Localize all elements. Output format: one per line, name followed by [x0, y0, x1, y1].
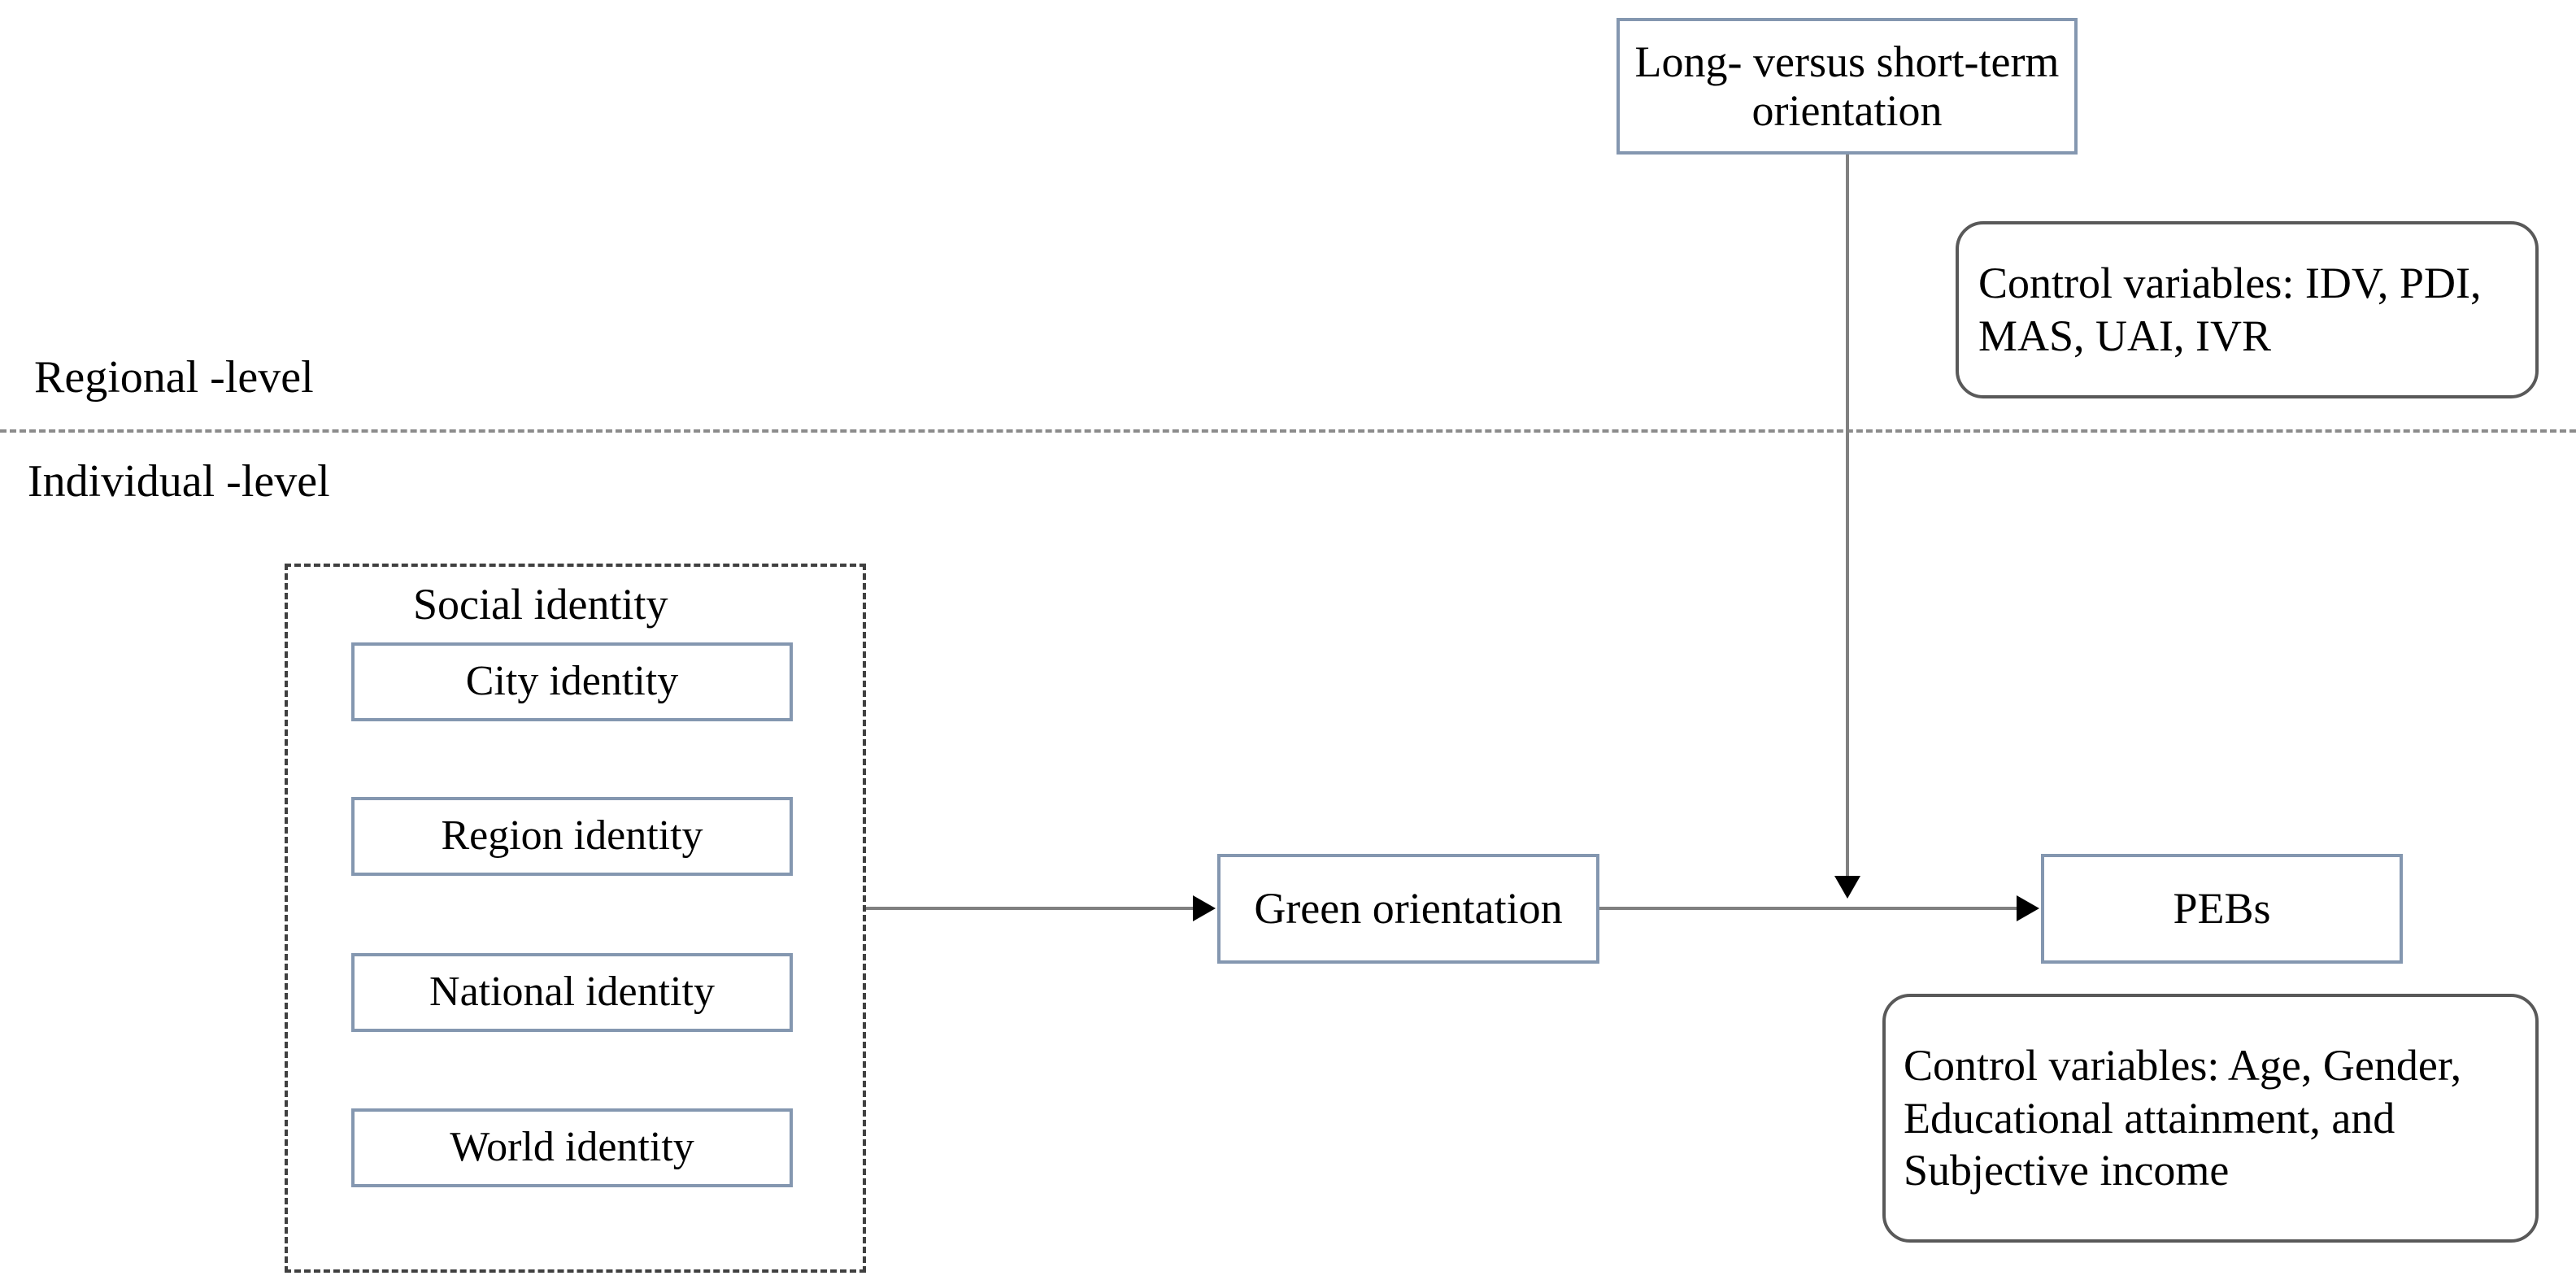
control-variables-regional-label: Control variables: IDV, PDI, MAS, UAI, I…	[1978, 259, 2482, 360]
node-green-orientation: Green orientation	[1217, 854, 1599, 964]
node-label-pebs: PEBs	[2173, 884, 2271, 934]
connector-moderator-vertical	[1846, 155, 1849, 876]
arrowhead-to-green-orientation	[1193, 895, 1216, 921]
arrowhead-moderation	[1834, 876, 1860, 899]
node-pebs: PEBs	[2041, 854, 2403, 964]
control-variables-individual: Control variables: Age, Gender, Educatio…	[1882, 994, 2539, 1243]
node-label-national-identity: National identity	[429, 969, 715, 1016]
node-label-green-orientation: Green orientation	[1254, 884, 1563, 934]
node-long-short-term-orientation: Long- versus short-term orientation	[1617, 18, 2078, 155]
regional-level-label: Regional -level	[34, 352, 314, 403]
control-variables-regional: Control variables: IDV, PDI, MAS, UAI, I…	[1956, 221, 2539, 398]
control-variables-individual-label: Control variables: Age, Gender, Educatio…	[1904, 1040, 2462, 1195]
node-city-identity: City identity	[351, 642, 793, 721]
connector-green-to-pebs	[1599, 907, 2018, 910]
node-label-world-identity: World identity	[450, 1124, 694, 1171]
node-national-identity: National identity	[351, 953, 793, 1032]
node-label-city-identity: City identity	[465, 658, 679, 705]
node-world-identity: World identity	[351, 1108, 793, 1187]
node-region-identity: Region identity	[351, 797, 793, 876]
level-divider	[0, 429, 2576, 433]
node-label-moderator: Long- versus short-term orientation	[1634, 37, 2060, 135]
individual-level-label: Individual -level	[28, 456, 330, 507]
arrowhead-to-pebs	[2017, 895, 2039, 921]
social-identity-title: Social identity	[413, 580, 668, 629]
connector-identity-to-green	[866, 907, 1194, 910]
node-label-region-identity: Region identity	[441, 812, 703, 860]
social-identity-group	[285, 564, 866, 1273]
